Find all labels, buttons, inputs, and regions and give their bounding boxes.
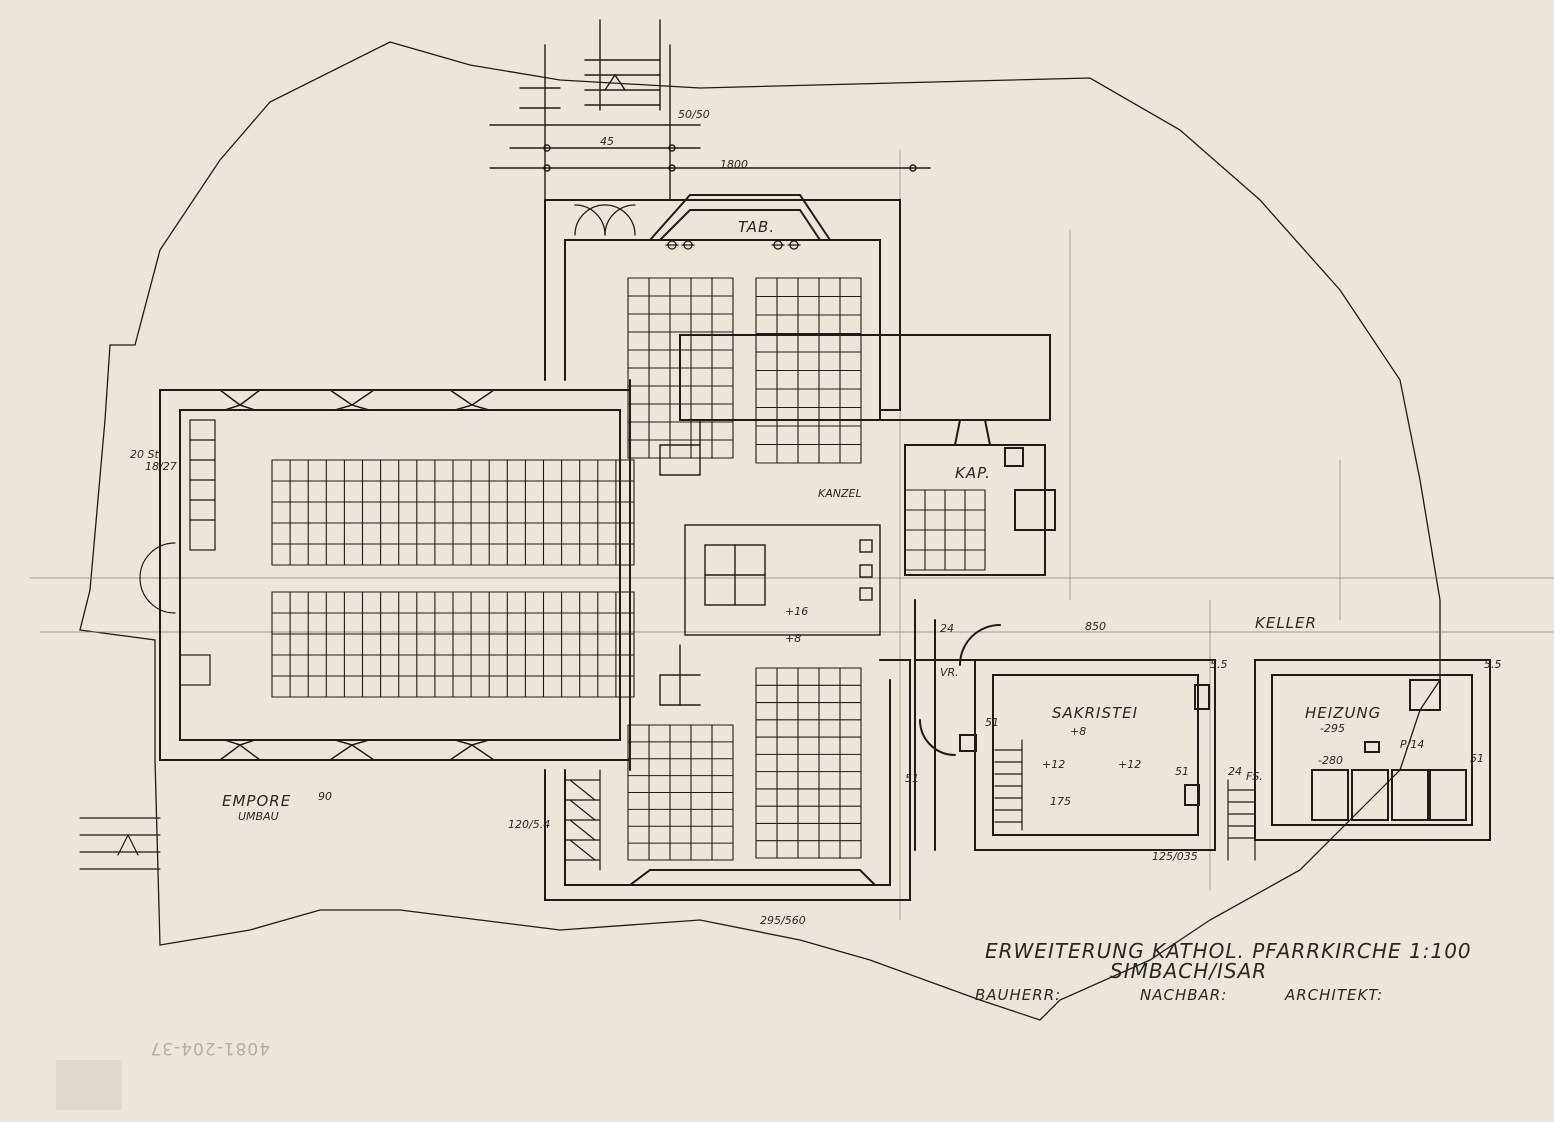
dim-125-035: 125/035 (1152, 850, 1198, 863)
chapel-walls (904, 419, 1056, 576)
pews-left-lower (271, 591, 635, 698)
dim-ground: 90 (318, 790, 332, 803)
heating-walls (1254, 659, 1491, 841)
dim-m295: -295 (1320, 722, 1345, 735)
north-stair (489, 19, 931, 201)
label-heating: HEIZUNG (1305, 704, 1381, 722)
label-chapel: KAP. (955, 464, 991, 482)
label-tabernacle: TAB. (738, 218, 775, 236)
dim-steps: 20 St. (130, 448, 162, 461)
dim-51a: 51 (905, 772, 919, 785)
dim-plus8: +8 (785, 632, 801, 645)
dim-m280: -280 (1318, 754, 1343, 767)
crossing (659, 419, 881, 706)
dim-plus12a: +12 (1042, 758, 1065, 771)
label-gallery-note: UMBAU (238, 810, 279, 823)
signature-architect: ARCHITEKT: (1284, 986, 1383, 1004)
dim-850: 850 (1085, 620, 1106, 633)
archive-number: 4081-204-37 (149, 1038, 270, 1058)
sacristy-stair (994, 739, 1023, 831)
dim-51d: 51 (985, 716, 999, 729)
signature-owner: BAUHERR: (975, 986, 1061, 1004)
nave-windows (219, 389, 495, 761)
pews-left-upper (271, 459, 635, 566)
pews-choir-upper-b (755, 277, 862, 464)
label-anteroom: VR. (940, 666, 959, 679)
dim-plus12b: +12 (1118, 758, 1141, 771)
south-stair-left (564, 769, 601, 871)
pews-choir-lower-a (627, 724, 734, 861)
heating-stair (1227, 779, 1256, 861)
dim-55a: 5.5 (1210, 658, 1228, 671)
dim-1800: 1800 (720, 158, 748, 171)
label-cellar: KELLER (1255, 614, 1317, 632)
label-pulpit: KANZEL (818, 487, 862, 500)
dim-plus16: +16 (785, 605, 808, 618)
nave-walls (159, 379, 631, 771)
paper-stain (56, 1060, 122, 1110)
dim-24: 24 (940, 622, 954, 635)
west-stair (79, 419, 216, 870)
dim-120: 120/5.4 (508, 818, 550, 831)
title-line1: ERWEITERUNG KATHOL. PFARRKIRCHE 1:100 (985, 939, 1472, 963)
dim-45: 45 (600, 135, 614, 148)
site-boundary (79, 41, 1441, 1021)
signature-neighbour: NACHBAR: (1140, 986, 1227, 1004)
dim-51b: 51 (1175, 765, 1189, 778)
dim-plus8b: +8 (1070, 725, 1086, 738)
dim-24b: 24 (1228, 765, 1242, 778)
dim-18-27: 18/27 (145, 460, 177, 473)
title-line2: SIMBACH/ISAR (1110, 959, 1267, 983)
dim-top: 50/50 (678, 108, 710, 121)
sacristy-walls (914, 599, 1216, 851)
dim-fs: FS. (1246, 770, 1263, 783)
chancel-walls (544, 194, 1051, 421)
label-sacristy: SAKRISTEI (1052, 704, 1138, 722)
dim-p14: P/14 (1400, 738, 1424, 751)
label-gallery: EMPORE (222, 792, 291, 810)
dim-175: 175 (1050, 795, 1071, 808)
dim-295-560: 295/560 (760, 914, 806, 927)
pews-choir-lower-b (755, 667, 862, 859)
dim-55b: 5.5 (1484, 658, 1502, 671)
south-wing-walls (544, 659, 911, 901)
dim-51c: 51 (1470, 752, 1484, 765)
pews-chapel (904, 489, 986, 571)
chancel-doors (574, 204, 801, 250)
